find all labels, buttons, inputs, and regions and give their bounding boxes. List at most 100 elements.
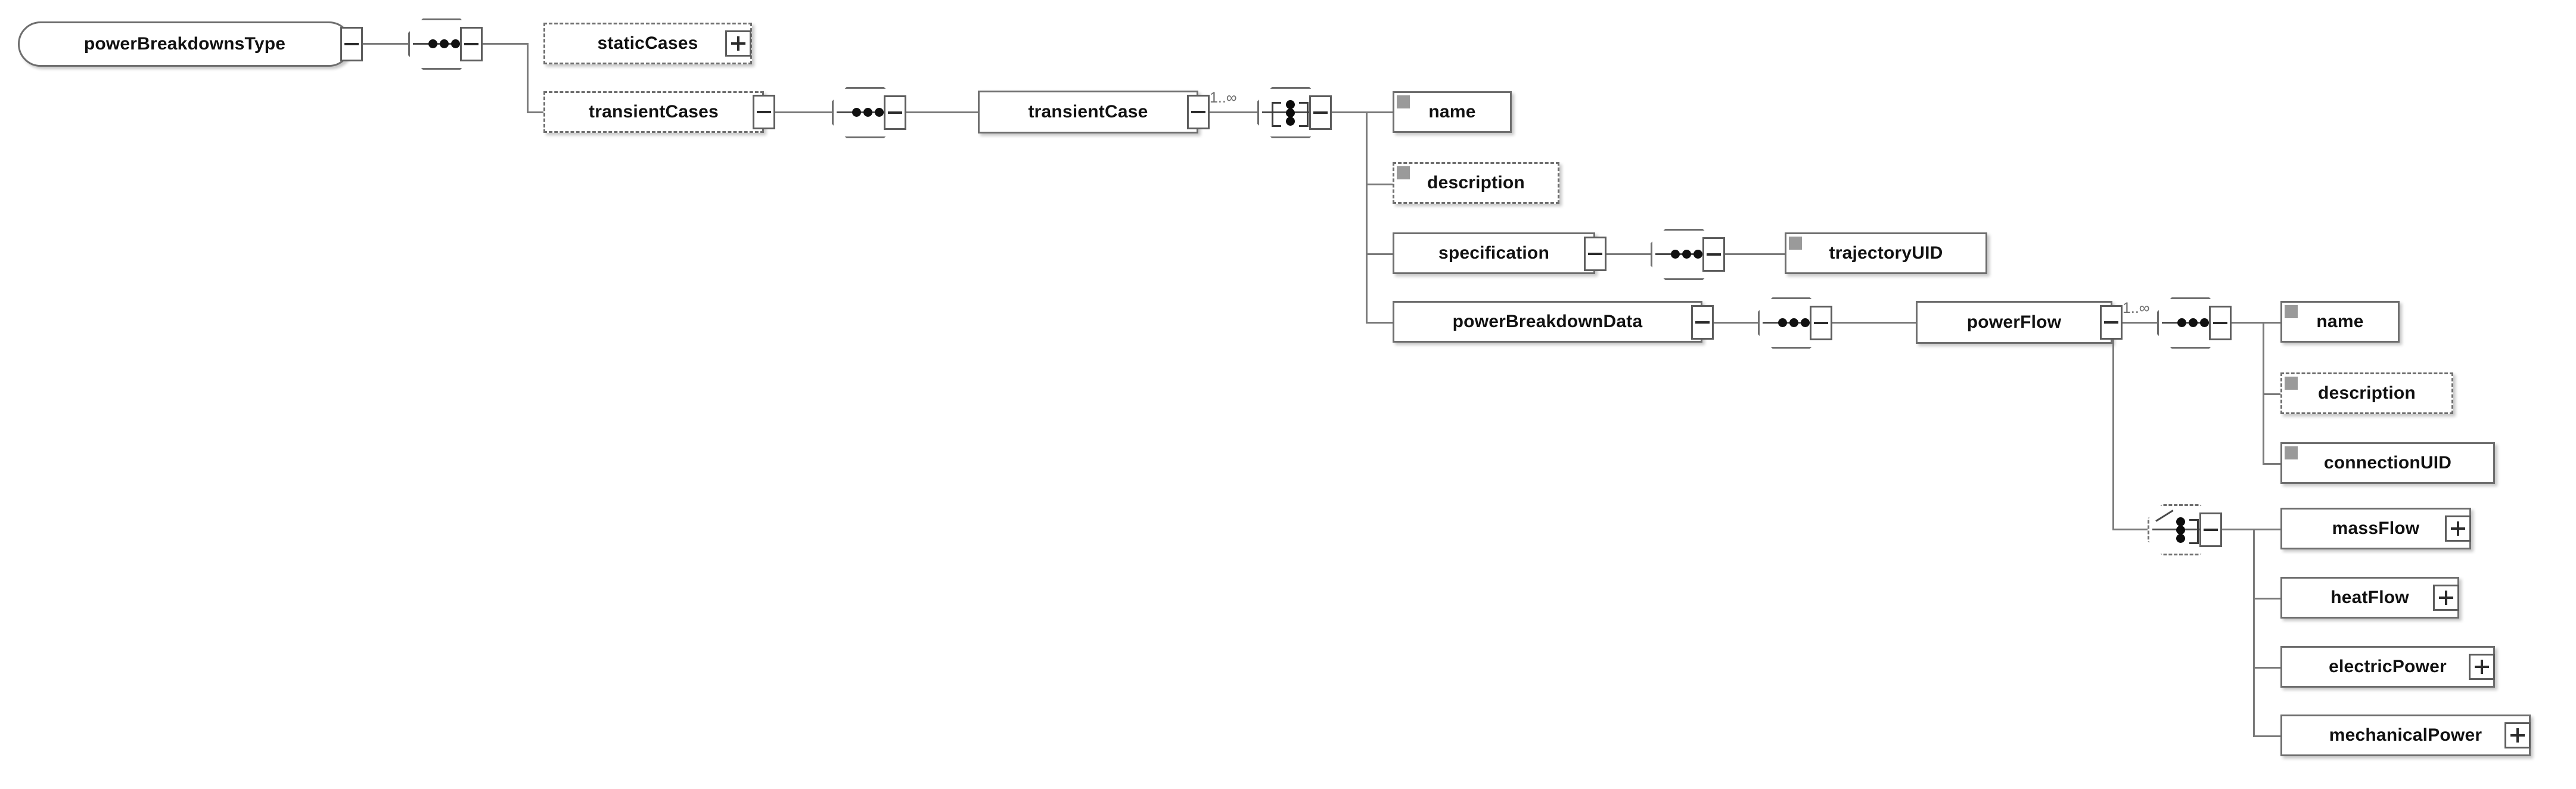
node-label: powerBreakdownsType bbox=[83, 34, 286, 54]
connector bbox=[527, 111, 546, 113]
node-power-breakdown-data[interactable]: powerBreakdownData bbox=[1393, 301, 1702, 343]
choice-icon bbox=[2152, 510, 2210, 545]
plus-icon bbox=[2510, 728, 2525, 743]
connector bbox=[2123, 322, 2161, 324]
node-mechanical-power[interactable]: mechanicalPower bbox=[2280, 715, 2531, 756]
connector bbox=[2253, 735, 2283, 737]
node-heat-flow[interactable]: heatFlow bbox=[2280, 577, 2459, 619]
node-connection-uid[interactable]: connectionUID bbox=[2280, 442, 2495, 484]
node-label: transientCases bbox=[589, 102, 719, 122]
expand-control-electric-power[interactable] bbox=[2469, 654, 2495, 680]
connector bbox=[1366, 184, 1396, 185]
connector bbox=[1366, 322, 1396, 324]
node-power-flow[interactable]: powerFlow bbox=[1916, 301, 2112, 344]
collapse-control-transient-cases[interactable] bbox=[753, 95, 775, 129]
collapse-control-power-breakdowns-type[interactable] bbox=[340, 27, 363, 61]
node-label: staticCases bbox=[597, 33, 698, 53]
connector bbox=[2253, 529, 2255, 737]
connector bbox=[2232, 322, 2264, 324]
node-trajectory-uid[interactable]: trajectoryUID bbox=[1785, 232, 1987, 274]
node-power-breakdowns-type[interactable]: powerBreakdownsType bbox=[18, 21, 352, 67]
node-label: massFlow bbox=[2332, 518, 2420, 538]
connector bbox=[2253, 598, 2283, 599]
plus-icon bbox=[731, 36, 745, 51]
element-marker-icon bbox=[1789, 237, 1802, 250]
node-name-power-flow[interactable]: name bbox=[2280, 301, 2400, 343]
node-label: powerFlow bbox=[1966, 312, 2062, 332]
node-transient-case[interactable]: transientCase bbox=[978, 91, 1198, 133]
collapse-control-power-flow-choice[interactable] bbox=[2199, 512, 2222, 547]
node-label: trajectoryUID bbox=[1829, 243, 1943, 263]
all-icon bbox=[1262, 97, 1319, 128]
sequence-icon bbox=[837, 101, 894, 125]
minus-icon bbox=[1695, 315, 1710, 330]
collapse-control-power-flow[interactable] bbox=[2100, 305, 2123, 340]
minus-icon bbox=[1707, 247, 1721, 262]
element-marker-icon bbox=[2285, 446, 2298, 459]
minus-icon bbox=[1313, 105, 1328, 120]
connector bbox=[1366, 253, 1396, 255]
sequence-icon bbox=[413, 32, 470, 56]
connector bbox=[1725, 253, 1788, 255]
collapse-control-transient-case[interactable] bbox=[1187, 95, 1210, 129]
connector bbox=[775, 111, 835, 113]
collapse-control-specification-sequence[interactable] bbox=[1702, 237, 1725, 272]
connector bbox=[2112, 529, 2151, 530]
node-label: specification bbox=[1438, 243, 1549, 263]
plus-icon bbox=[2439, 591, 2453, 605]
collapse-control-specification[interactable] bbox=[1584, 237, 1606, 271]
node-label: name bbox=[1428, 102, 1476, 122]
node-label: heatFlow bbox=[2330, 588, 2409, 607]
element-marker-icon bbox=[1397, 166, 1410, 179]
collapse-control-transient-case-all[interactable] bbox=[1309, 95, 1332, 130]
minus-icon bbox=[757, 105, 771, 119]
connector bbox=[2253, 667, 2283, 669]
connector bbox=[1832, 322, 1919, 324]
collapse-control-power-breakdown-data[interactable] bbox=[1691, 305, 1714, 340]
connector bbox=[2263, 322, 2283, 324]
connector bbox=[527, 43, 529, 113]
expand-control-mechanical-power[interactable] bbox=[2504, 722, 2531, 748]
minus-icon bbox=[1588, 247, 1602, 261]
collapse-control-root-sequence[interactable] bbox=[460, 27, 483, 61]
plus-icon bbox=[2451, 521, 2465, 536]
connector bbox=[2222, 529, 2255, 530]
expand-control-heat-flow[interactable] bbox=[2433, 585, 2459, 611]
connector bbox=[363, 43, 412, 45]
minus-icon bbox=[464, 37, 478, 51]
connector bbox=[1606, 253, 1654, 255]
connector bbox=[1210, 111, 1260, 113]
expand-control-static-cases[interactable] bbox=[725, 30, 751, 57]
connector bbox=[2253, 529, 2283, 530]
minus-icon bbox=[2104, 315, 2118, 330]
sequence-icon bbox=[2162, 311, 2219, 335]
collapse-control-transient-cases-sequence[interactable] bbox=[884, 95, 906, 130]
sequence-icon bbox=[1763, 311, 1820, 335]
node-label: name bbox=[2316, 312, 2364, 331]
element-marker-icon bbox=[2285, 305, 2298, 318]
node-description-transient-case[interactable]: description bbox=[1393, 162, 1559, 204]
node-description-power-flow[interactable]: description bbox=[2280, 372, 2453, 414]
node-transient-cases[interactable]: transientCases bbox=[543, 91, 764, 133]
connector bbox=[483, 43, 529, 45]
node-label: description bbox=[1427, 173, 1525, 192]
minus-icon bbox=[2204, 523, 2218, 537]
element-marker-icon bbox=[2285, 377, 2298, 390]
expand-control-mass-flow[interactable] bbox=[2445, 515, 2471, 542]
minus-icon bbox=[1191, 105, 1205, 119]
collapse-control-power-flow-sequence[interactable] bbox=[2209, 306, 2232, 340]
node-name-transient-case[interactable]: name bbox=[1393, 91, 1512, 133]
minus-icon bbox=[2213, 316, 2227, 330]
node-electric-power[interactable]: electricPower bbox=[2280, 646, 2495, 688]
node-specification[interactable]: specification bbox=[1393, 232, 1595, 274]
connector bbox=[1366, 111, 1396, 113]
node-static-cases[interactable]: staticCases bbox=[543, 23, 752, 64]
node-label: connectionUID bbox=[2323, 453, 2452, 473]
collapse-control-power-breakdown-sequence[interactable] bbox=[1810, 306, 1832, 340]
sequence-icon bbox=[1655, 243, 1713, 266]
node-label: mechanicalPower bbox=[2329, 725, 2482, 745]
connector bbox=[906, 111, 981, 113]
node-mass-flow[interactable]: massFlow bbox=[2280, 508, 2471, 549]
node-label: transientCase bbox=[1028, 102, 1148, 122]
